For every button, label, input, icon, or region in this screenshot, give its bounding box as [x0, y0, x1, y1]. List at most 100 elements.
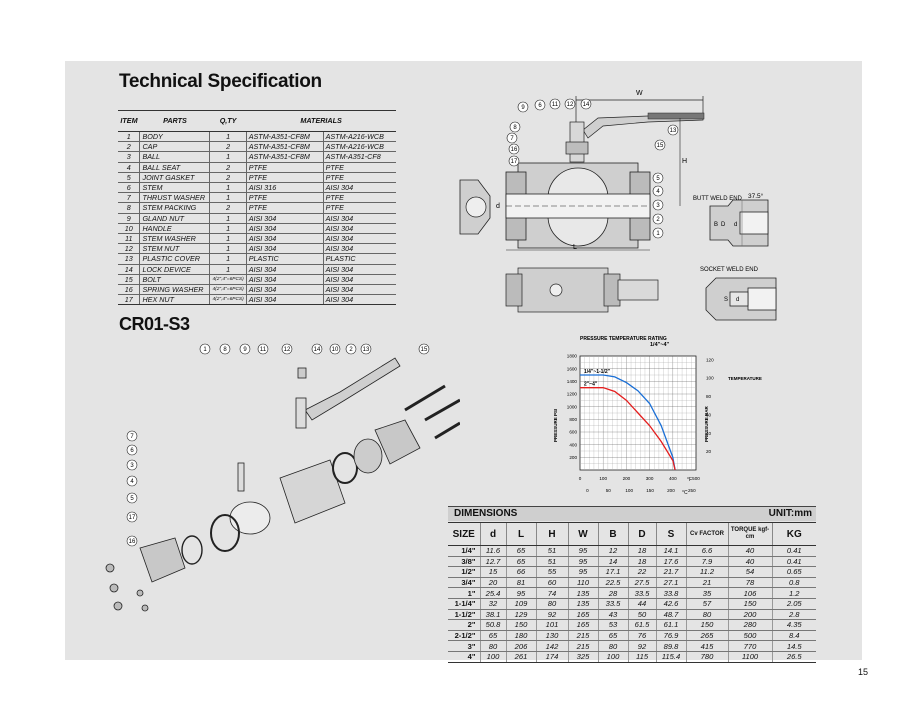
dimensions-cell: 26.5 [771, 651, 816, 663]
parts-cell: THRUST WASHER [139, 192, 210, 204]
dimensions-cell: 74 [535, 587, 568, 599]
dimensions-cell: 43 [597, 609, 628, 621]
dimensions-cell: 80 [479, 640, 506, 652]
exploded-handle [304, 357, 401, 421]
dimensions-cell: 80 [535, 598, 568, 610]
dimensions-cell: 27.5 [627, 577, 656, 589]
dimensions-cell: 95 [567, 545, 598, 557]
dimensions-cell: 17.1 [597, 566, 628, 578]
chart-xtick-f: 300 [646, 476, 654, 481]
parts-cell: JOINT GASKET [139, 172, 210, 184]
dimensions-cell: 142 [535, 640, 568, 652]
dimensions-header-cell: S [655, 522, 686, 546]
dimensions-cell: 80 [685, 609, 728, 621]
dimensions-cell: 165 [567, 609, 598, 621]
parts-cell: 4(2",4"=6PCS) [209, 274, 247, 286]
dimensions-cell: 165 [567, 619, 598, 631]
parts-cell: 1 [209, 253, 247, 265]
socket-weld-drawing [705, 277, 777, 321]
parts-cell: 15 [118, 274, 140, 286]
exploded-cap-left [139, 537, 186, 583]
callout-label: 17 [511, 159, 518, 165]
exploded-cap-right [374, 419, 421, 465]
parts-cell: AISI 304 [322, 213, 396, 224]
dimensions-cell: 1.2 [771, 587, 816, 599]
dimensions-cell: 60 [535, 577, 568, 589]
callout-circle [509, 121, 521, 133]
chart-ylabel-left: PRESSURE PSI [553, 409, 558, 442]
parts-cell: PTFE [322, 162, 396, 173]
chart-xtick-f: 0 [579, 476, 582, 481]
parts-cell: AISI 304 [322, 233, 396, 245]
dimensions-cell: 215 [567, 640, 598, 652]
dimensions-cell: 3/4" [448, 577, 480, 589]
parts-cell: 1 [209, 264, 247, 275]
callout-circle [329, 343, 341, 355]
chart-title: PRESSURE TEMPERATURE RATING [580, 336, 667, 342]
chart-xtick-c: 200 [667, 488, 675, 493]
dimensions-cell: 0.41 [771, 545, 816, 557]
callout-circle [517, 101, 529, 113]
dimensions-cell: 44 [627, 598, 656, 610]
page-title: Technical Specification [119, 71, 322, 92]
dimensions-cell: 35 [685, 587, 728, 599]
parts-cell: STEM NUT [139, 243, 210, 255]
dimensions-cell: 100 [479, 651, 506, 663]
dimensions-cell: 2-1/2" [448, 630, 480, 642]
chart-ytick-psi: 800 [569, 417, 577, 422]
callout-label: 14 [314, 347, 321, 353]
parts-cell: ASTM-A351-CF8M [245, 151, 324, 163]
dimensions-cell: 206 [505, 640, 536, 652]
dimensions-cell: 130 [535, 630, 568, 642]
parts-cell: PTFE [322, 192, 396, 204]
dimensions-cell: 33.8 [655, 587, 686, 599]
parts-cell: 1 [209, 192, 247, 204]
dimensions-cell: 57 [685, 598, 728, 610]
parts-cell: AISI 304 [322, 274, 396, 286]
dimensions-cell: 106 [727, 587, 772, 599]
dimensions-cell: 100 [597, 651, 628, 663]
chart-series-label: 2"~4" [584, 382, 598, 388]
chart-series-label: 1/4"~1-1/2" [584, 369, 611, 375]
chart-right-label: TEMPERATURE [728, 376, 762, 381]
parts-header-0: ITEM [118, 110, 140, 132]
parts-cell: AISI 304 [245, 213, 324, 224]
dimensions-cell: 28 [597, 587, 628, 599]
callout-circle [281, 343, 293, 355]
parts-cell: AISI 304 [322, 182, 396, 194]
callout-circle [219, 343, 231, 355]
dimensions-cell: 135 [567, 598, 598, 610]
callout-label: 2 [349, 347, 353, 353]
callout-circle [652, 185, 664, 197]
parts-cell: 2 [209, 172, 247, 184]
dimensions-cell: 3/8" [448, 556, 480, 568]
dim-h-label: H [682, 158, 687, 165]
parts-cell: 1 [209, 223, 247, 235]
chart-xtick-f: 500 [692, 476, 700, 481]
callout-label: 11 [552, 102, 559, 108]
callout-label: 3 [656, 203, 660, 209]
parts-cell: 2 [209, 202, 247, 214]
parts-cell: ASTM-A216-WCB [322, 131, 396, 143]
dimensions-cell: 61.5 [627, 619, 656, 631]
dimensions-cell: 92 [535, 609, 568, 621]
callout-label: 17 [129, 515, 136, 521]
chart-ytick-psi: 200 [569, 455, 577, 460]
callout-circle [418, 343, 430, 355]
callout-label: 1 [203, 347, 207, 353]
callout-circle [652, 172, 664, 184]
dimensions-cell: 40 [727, 556, 772, 568]
